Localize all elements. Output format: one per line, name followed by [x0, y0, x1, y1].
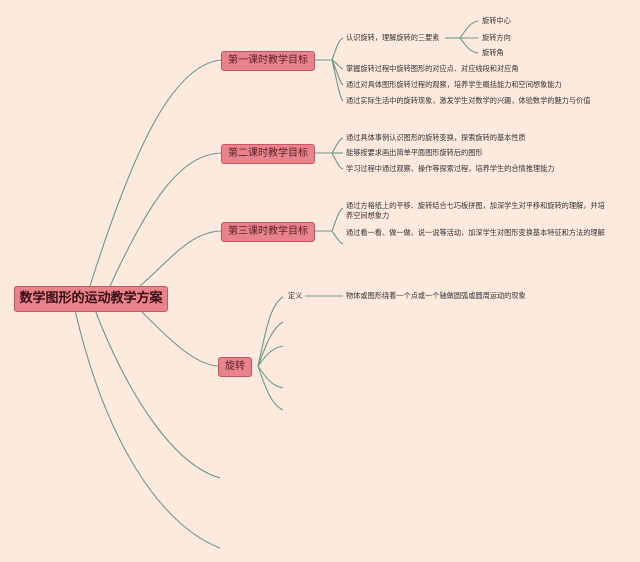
rotation-definition-text: 物体或图形绕着一个点或一个轴做圆弧或圆周运动的现象 [346, 291, 526, 300]
lesson1-sub-center: 旋转中心 [482, 16, 511, 25]
root-node[interactable]: 数学图形的运动教学方案 [14, 286, 168, 312]
lesson1-item-3: 通过对具体图形旋转过程的观察，培养学生概括能力和空间想象能力 [346, 80, 562, 89]
branch-lesson2[interactable]: 第二课时教学目标 [221, 144, 315, 164]
lesson1-item-4: 通过实际生活中的旋转现象，激发学生对数学的兴趣，体验数学的魅力与价值 [346, 96, 591, 105]
rotation-definition-label: 定义 [288, 291, 303, 300]
link-root-lesson1 [89, 59, 222, 287]
link-root-rotation [139, 309, 219, 367]
branch-lesson3[interactable]: 第三课时教学目标 [221, 222, 315, 242]
branch-lesson1[interactable]: 第一课时教学目标 [221, 51, 315, 71]
link-root-lesson3 [139, 230, 222, 287]
lesson1-sub-angle: 旋转角 [482, 48, 504, 57]
branch-rotation[interactable]: 旋转 [218, 357, 252, 377]
lesson1-item-2: 掌握旋转过程中旋转图形的对应点、对应线段和对应角 [346, 64, 519, 73]
link-root-empty-2 [74, 309, 221, 549]
lesson2-item-1: 通过具体事例认识图形的旋转变换，探索旋转的基本性质 [346, 133, 526, 142]
lesson1-sub-direction: 旋转方向 [482, 33, 511, 42]
lesson3-item-1: 通过方格纸上的平移、旋转结合七巧板拼图，加深学生对平移和旋转的理解，并培养空间想… [346, 201, 605, 220]
lesson2-item-2: 能够按要求画出简单平面图形旋转后的图形 [346, 148, 483, 157]
lesson1-item-1: 认识旋转，理解旋转的三要素 [346, 33, 440, 42]
lesson2-item-3: 学习过程中通过观察、操作等探索过程，培养学生的合情推理能力 [346, 164, 555, 173]
link-root-lesson2 [109, 152, 222, 287]
lesson3-item-2: 通过看一看、做一做、说一说等活动，加深学生对图形变换基本特征和方法的理解 [346, 228, 605, 237]
link-root-empty-1 [94, 309, 221, 479]
